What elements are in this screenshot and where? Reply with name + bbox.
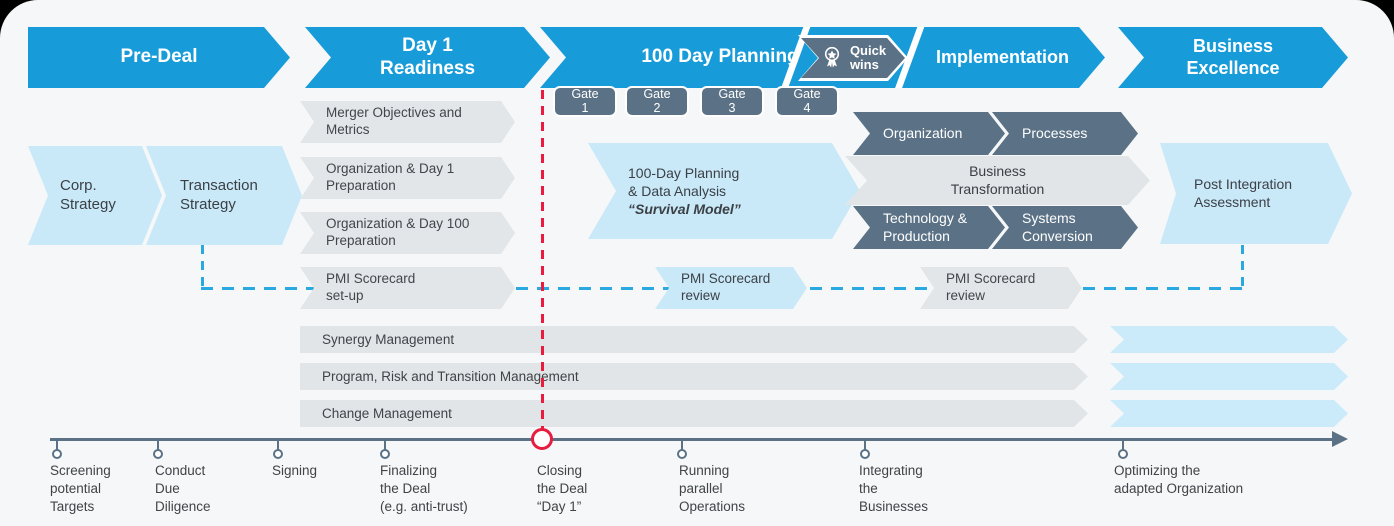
systems-conversion-box: Systems Conversion xyxy=(992,206,1138,249)
lane-label: Change Management xyxy=(322,406,452,421)
milestone-circle xyxy=(860,449,870,459)
band-label: Business Transformation xyxy=(950,163,1045,197)
box-label: PMI Scorecard review xyxy=(681,271,771,303)
box-label: Organization & Day 1 Preparation xyxy=(326,161,455,193)
gate-3: Gate 3 xyxy=(700,86,764,117)
box-label: Technology & Production xyxy=(883,210,968,244)
quick-wins-badge: Quick wins xyxy=(798,35,908,81)
box-label: Corp. Strategy xyxy=(60,176,116,213)
milestone-tick xyxy=(277,441,279,450)
milestone-tick xyxy=(384,441,386,450)
phase-label: Day 1 Readiness xyxy=(379,34,476,79)
box-label: Merger Objectives and Metrics xyxy=(326,105,462,137)
gate-4: Gate 4 xyxy=(775,86,839,117)
milestone-label-integrating: Integrating the Businesses xyxy=(859,463,929,515)
org-day1-preparation-box: Organization & Day 1 Preparation xyxy=(300,157,515,199)
phase-100-day-planning: 100 Day Planning xyxy=(595,27,845,88)
lane-synergy-continuation xyxy=(1110,326,1348,353)
lane-change-continuation xyxy=(1110,400,1348,427)
box-label: Systems Conversion xyxy=(1022,210,1093,244)
phase-implementation: Implementation xyxy=(920,27,1085,88)
box-label: Organization xyxy=(883,124,963,141)
pmi-scorecard-review-1-box: PMI Scorecard review xyxy=(655,267,807,309)
connector-blue-vertical-left xyxy=(201,245,204,289)
box-label: Processes xyxy=(1022,124,1088,141)
pmi-scorecard-review-2-box: PMI Scorecard review xyxy=(920,267,1082,309)
day1-marker-line xyxy=(541,90,544,429)
phase-label: Implementation xyxy=(935,46,1069,67)
pmi-scorecard-setup-box: PMI Scorecard set-up xyxy=(300,267,515,309)
milestone-label-signing: Signing xyxy=(272,463,318,478)
timeline-axis xyxy=(50,438,1335,441)
day1-milestone-circle xyxy=(531,428,553,450)
gate-1: Gate 1 xyxy=(553,86,617,117)
corp-strategy-box: Corp. Strategy xyxy=(28,146,162,245)
phase-label: Pre-Deal xyxy=(120,46,198,68)
box-label: PMI Scorecard set-up xyxy=(326,271,416,303)
merger-objectives-box: Merger Objectives and Metrics xyxy=(300,101,515,143)
milestone-circle xyxy=(273,449,283,459)
box-label: Organization & Day 100 Preparation xyxy=(326,216,470,248)
box-label: PMI Scorecard review xyxy=(946,271,1036,303)
phase-label: Business Excellence xyxy=(1186,35,1280,78)
phase-label: 100 Day Planning xyxy=(641,46,799,68)
medal-icon xyxy=(820,45,844,71)
milestone-label-optimizing: Optimizing the adapted Organization xyxy=(1114,463,1244,497)
milestone-tick xyxy=(681,441,683,450)
org-day100-preparation-box: Organization & Day 100 Preparation xyxy=(300,212,515,254)
milestone-tick xyxy=(56,441,58,450)
planning-line2: & Data Analysis xyxy=(628,182,727,199)
business-transformation-band: Business Transformation xyxy=(845,156,1150,205)
box-label: Post Integration Assessment xyxy=(1194,176,1293,210)
milestone-circle xyxy=(52,449,62,459)
lane-label: Synergy Management xyxy=(322,332,455,347)
milestone-label-due-diligence: Conduct Due Diligence xyxy=(155,463,211,515)
technology-production-box: Technology & Production xyxy=(853,206,1005,249)
phase-banner-planning-implementation: 100 Day Planning Implementation Quick wi… xyxy=(540,27,1105,88)
lane-synergy-management: Synergy Management xyxy=(300,326,1088,353)
lane-program-continuation xyxy=(1110,363,1348,390)
lane-change-management: Change Management xyxy=(300,400,1088,427)
planning-line3: “Survival Model” xyxy=(628,201,741,218)
processes-box: Processes xyxy=(992,112,1138,155)
organization-box: Organization xyxy=(853,112,1005,155)
milestone-tick xyxy=(864,441,866,450)
milestone-label-closing-day1: Closing the Deal “Day 1” xyxy=(537,463,588,515)
lane-label: Program, Risk and Transition Management xyxy=(322,369,579,384)
milestone-label-screening: Screening potential Targets xyxy=(50,463,111,515)
milestone-circle xyxy=(677,449,687,459)
milestone-tick xyxy=(1122,441,1124,450)
milestone-label-finalizing: Finalizing the Deal (e.g. anti-trust) xyxy=(380,463,468,515)
milestone-label-parallel-operations: Running parallel Operations xyxy=(679,463,746,515)
milestone-circle xyxy=(153,449,163,459)
timeline-arrowhead-icon xyxy=(1332,431,1348,447)
phase-business-excellence: Business Excellence xyxy=(1118,27,1348,88)
gate-2: Gate 2 xyxy=(625,86,689,117)
phase-day1-readiness: Day 1 Readiness xyxy=(305,27,550,88)
milestone-circle xyxy=(1118,449,1128,459)
quick-wins-label: Quick wins xyxy=(849,43,887,72)
phase-pre-deal: Pre-Deal xyxy=(28,27,290,88)
post-integration-assessment-box: Post Integration Assessment xyxy=(1160,143,1352,244)
transaction-strategy-box: Transaction Strategy xyxy=(146,146,302,245)
milestone-tick xyxy=(157,441,159,450)
lane-program-risk-transition: Program, Risk and Transition Management xyxy=(300,363,1088,390)
milestone-circle xyxy=(380,449,390,459)
planning-data-analysis-box: 100-Day Planning & Data Analysis “Surviv… xyxy=(588,143,860,239)
box-label: Transaction Strategy xyxy=(180,176,258,213)
connector-blue-vertical-right xyxy=(1241,245,1244,289)
planning-line1: 100-Day Planning xyxy=(628,164,740,181)
